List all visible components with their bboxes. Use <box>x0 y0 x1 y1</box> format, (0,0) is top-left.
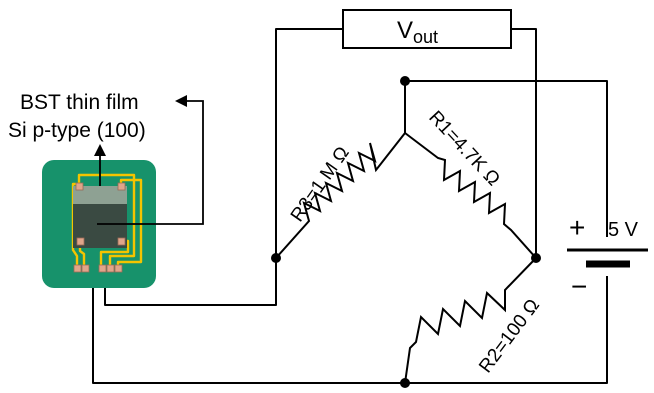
wire-top-to-battery <box>405 80 608 237</box>
bst-arrow <box>97 100 204 225</box>
wire-battery-to-bottom <box>92 270 608 384</box>
resistor-r1 <box>404 132 537 259</box>
contact-pads <box>73 182 126 273</box>
wire-r3-node-to-sensor <box>104 258 277 306</box>
node-bottom <box>400 378 410 388</box>
junction-dots <box>271 76 541 388</box>
battery <box>567 248 648 268</box>
vout-label: Vout <box>397 17 438 47</box>
arrow-heads <box>94 95 187 156</box>
bst-film-layer <box>73 186 127 204</box>
vout-box <box>342 9 512 49</box>
node-left <box>271 253 281 263</box>
battery-voltage: 5 V <box>608 219 639 241</box>
resistor-r2 <box>404 257 537 384</box>
gold-traces <box>71 173 143 266</box>
r3-label: R3=1 M Ω <box>287 143 354 226</box>
r1-label: R1=4.7K Ω <box>424 107 503 190</box>
node-right <box>531 253 541 263</box>
annotation-arrows <box>97 100 204 225</box>
wires <box>92 28 608 384</box>
si-arrow-head <box>94 144 106 156</box>
resistor-r3 <box>275 132 406 259</box>
r2-label: R2=100 Ω <box>475 295 544 377</box>
battery-minus: − <box>571 271 587 302</box>
bst-film-label: BST thin film <box>20 91 139 114</box>
si-substrate-label: Si p-type (100) <box>8 119 146 142</box>
wire-vout-left <box>275 28 343 258</box>
node-top <box>400 76 410 86</box>
bst-arrow-head <box>175 95 187 107</box>
battery-plus: + <box>569 212 585 243</box>
wire-vout-right <box>511 28 537 258</box>
